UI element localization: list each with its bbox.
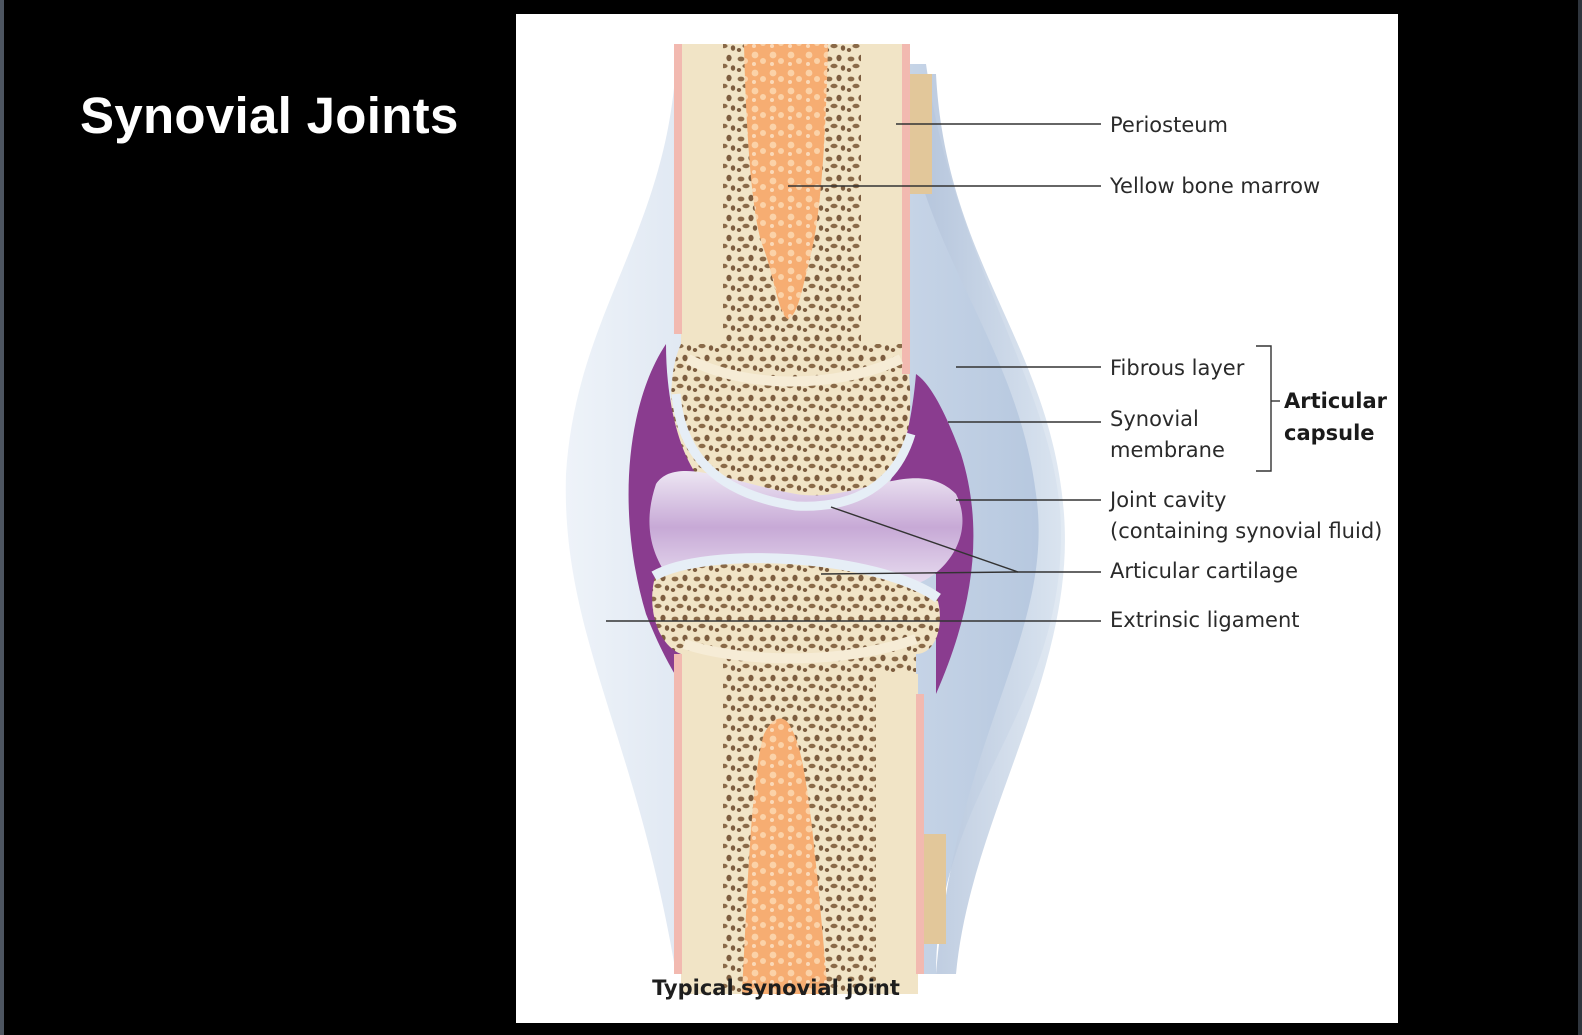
yellow-marrow-upper bbox=[744, 44, 828, 319]
synovial-joint-illustration bbox=[565, 44, 1280, 994]
epiphyseal-line-upper bbox=[685, 354, 904, 387]
label-articular-capsule-line2: capsule bbox=[1284, 421, 1375, 445]
tendon-lower-right bbox=[924, 834, 946, 944]
upper-compact-bone-left bbox=[681, 44, 723, 344]
leader-lines bbox=[606, 123, 1101, 622]
epiphyseal-line-lower bbox=[682, 634, 918, 664]
periosteum-lower-right bbox=[916, 694, 924, 974]
label-joint-cavity-line2: (containing synovial fluid) bbox=[1110, 519, 1383, 543]
window-edge-left bbox=[0, 0, 4, 1035]
lower-compact-bone-right bbox=[876, 674, 918, 994]
slide-title: Synovial Joints bbox=[80, 87, 459, 144]
label-periosteum: Periosteum bbox=[1110, 113, 1229, 137]
label-fibrous-layer: Fibrous layer bbox=[1110, 356, 1245, 380]
upper-compact-bone-right bbox=[861, 44, 903, 344]
synovial-joint-figure: Periosteum Yellow bone marrow Fibrous la… bbox=[516, 14, 1398, 1023]
tendon-upper-right bbox=[910, 74, 932, 194]
label-joint-cavity-line1: Joint cavity bbox=[1110, 488, 1227, 512]
figure-caption: Typical synovial joint bbox=[652, 976, 900, 1000]
periosteum-lower-left bbox=[674, 654, 682, 974]
label-articular-cartilage: Articular cartilage bbox=[1110, 559, 1299, 583]
periosteum-upper-right bbox=[902, 44, 910, 374]
label-synovial-membrane-line1: Synovial bbox=[1110, 407, 1199, 431]
label-synovial-membrane-line2: membrane bbox=[1110, 438, 1225, 462]
label-articular-capsule-line1: Articular bbox=[1284, 389, 1387, 413]
lower-compact-bone-left bbox=[681, 654, 723, 994]
label-yellow-bone-marrow: Yellow bone marrow bbox=[1110, 174, 1321, 198]
label-extrinsic-ligament: Extrinsic ligament bbox=[1110, 608, 1300, 632]
articular-cartilage-lower bbox=[651, 553, 941, 603]
leader-articular-cartilage-lower bbox=[820, 571, 1019, 575]
yellow-marrow-lower bbox=[742, 718, 828, 994]
articular-cartilage-upper bbox=[671, 393, 916, 511]
articular-capsule-bracket bbox=[1256, 345, 1272, 472]
periosteum-upper-left bbox=[674, 44, 682, 334]
window-edge-right bbox=[1578, 0, 1582, 1035]
